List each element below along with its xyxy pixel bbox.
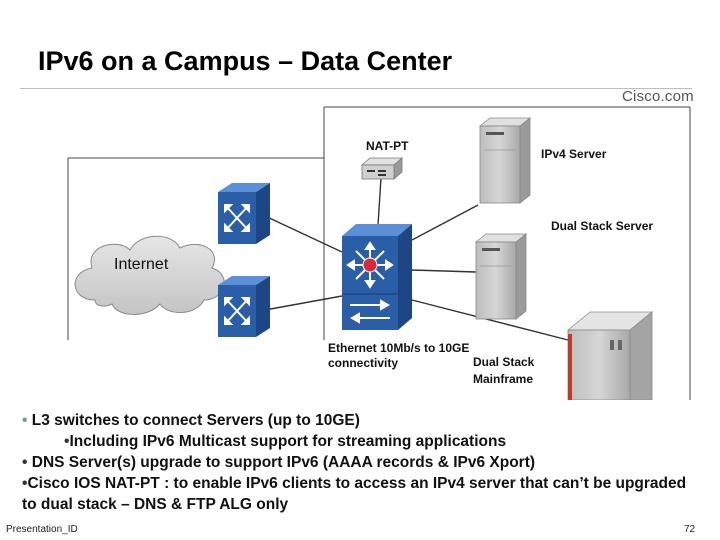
mainframe-label-line2: Mainframe: [473, 372, 534, 386]
ethernet-label-line2: connectivity: [328, 356, 399, 370]
cloud-icon: [74, 235, 225, 315]
router-icon: [218, 276, 270, 337]
mainframe-label-line1: Dual Stack: [473, 355, 535, 369]
layer3-switch-icon: [342, 224, 412, 330]
nat-device-icon: [360, 157, 404, 180]
server-tower-icon: [474, 233, 528, 320]
title-divider: [20, 88, 692, 89]
dual-stack-server-label: Dual Stack Server: [551, 219, 654, 233]
network-diagram: [67, 106, 691, 400]
bullet-item: • DNS Server(s) upgrade to support IPv6 …: [22, 454, 536, 471]
bullet-item-sub: •Including IPv6 Multicast support for st…: [64, 433, 507, 450]
footer-presentation-id: Presentation_ID: [6, 524, 78, 535]
bullet-item: • L3 switches to connect Servers (up to …: [22, 412, 360, 429]
network-links: [264, 177, 569, 341]
cisco-logo: Cisco.com: [622, 88, 694, 105]
mainframe-icon: [566, 311, 654, 400]
data-center-boundary: [67, 106, 691, 400]
slide-title: IPv6 on a Campus – Data Center: [38, 46, 453, 76]
ipv4-server-label: IPv4 Server: [541, 147, 607, 161]
bullet-list: • L3 switches to connect Servers (up to …: [22, 410, 702, 515]
router-icon: [218, 183, 270, 244]
internet-label: Internet: [114, 256, 169, 273]
page-number: 72: [684, 524, 696, 535]
nat-pt-label: NAT-PT: [366, 139, 409, 153]
bullet-item: •Cisco IOS NAT-PT : to enable IPv6 clien…: [22, 475, 687, 513]
server-tower-icon: [478, 117, 532, 204]
ethernet-label-line1: Ethernet 10Mb/s to 10GE: [328, 341, 470, 355]
